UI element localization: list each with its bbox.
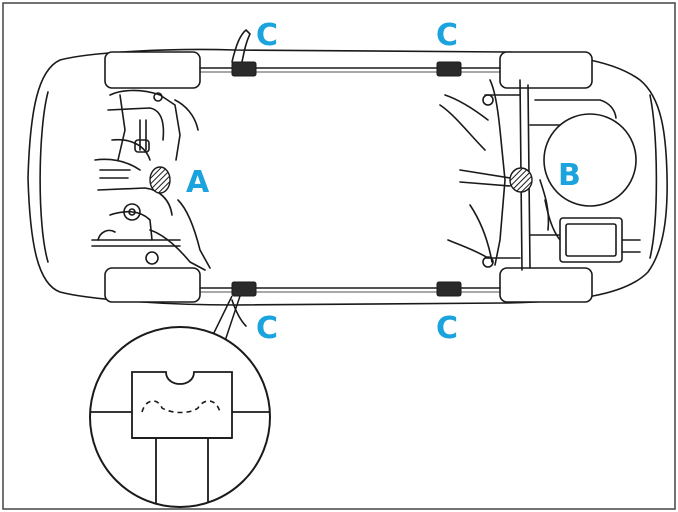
mount-front-left (231, 61, 257, 77)
vehicle-body (27, 29, 668, 327)
label-c-bottom-left: C (256, 311, 278, 346)
spare-wheel (543, 113, 637, 207)
label-a: A (186, 165, 210, 200)
label-b: B (558, 158, 581, 193)
mount-rear-right (436, 281, 462, 297)
front-right-wheel (104, 267, 201, 303)
label-c-top-right: C (436, 18, 458, 53)
detail-view (89, 326, 271, 508)
mount-a-hatched (149, 166, 171, 194)
front-left-wheel (104, 51, 201, 89)
mount-front-right (231, 281, 257, 297)
mount-b-hatched (509, 167, 533, 193)
side-mounts (231, 61, 462, 297)
rear-left-wheel (499, 51, 593, 89)
callout-labels: C C C C A B (186, 18, 581, 346)
label-c-top-left: C (256, 18, 278, 53)
rear-right-wheel (499, 267, 593, 303)
label-c-bottom-right: C (436, 311, 458, 346)
mount-rear-left (436, 61, 462, 77)
